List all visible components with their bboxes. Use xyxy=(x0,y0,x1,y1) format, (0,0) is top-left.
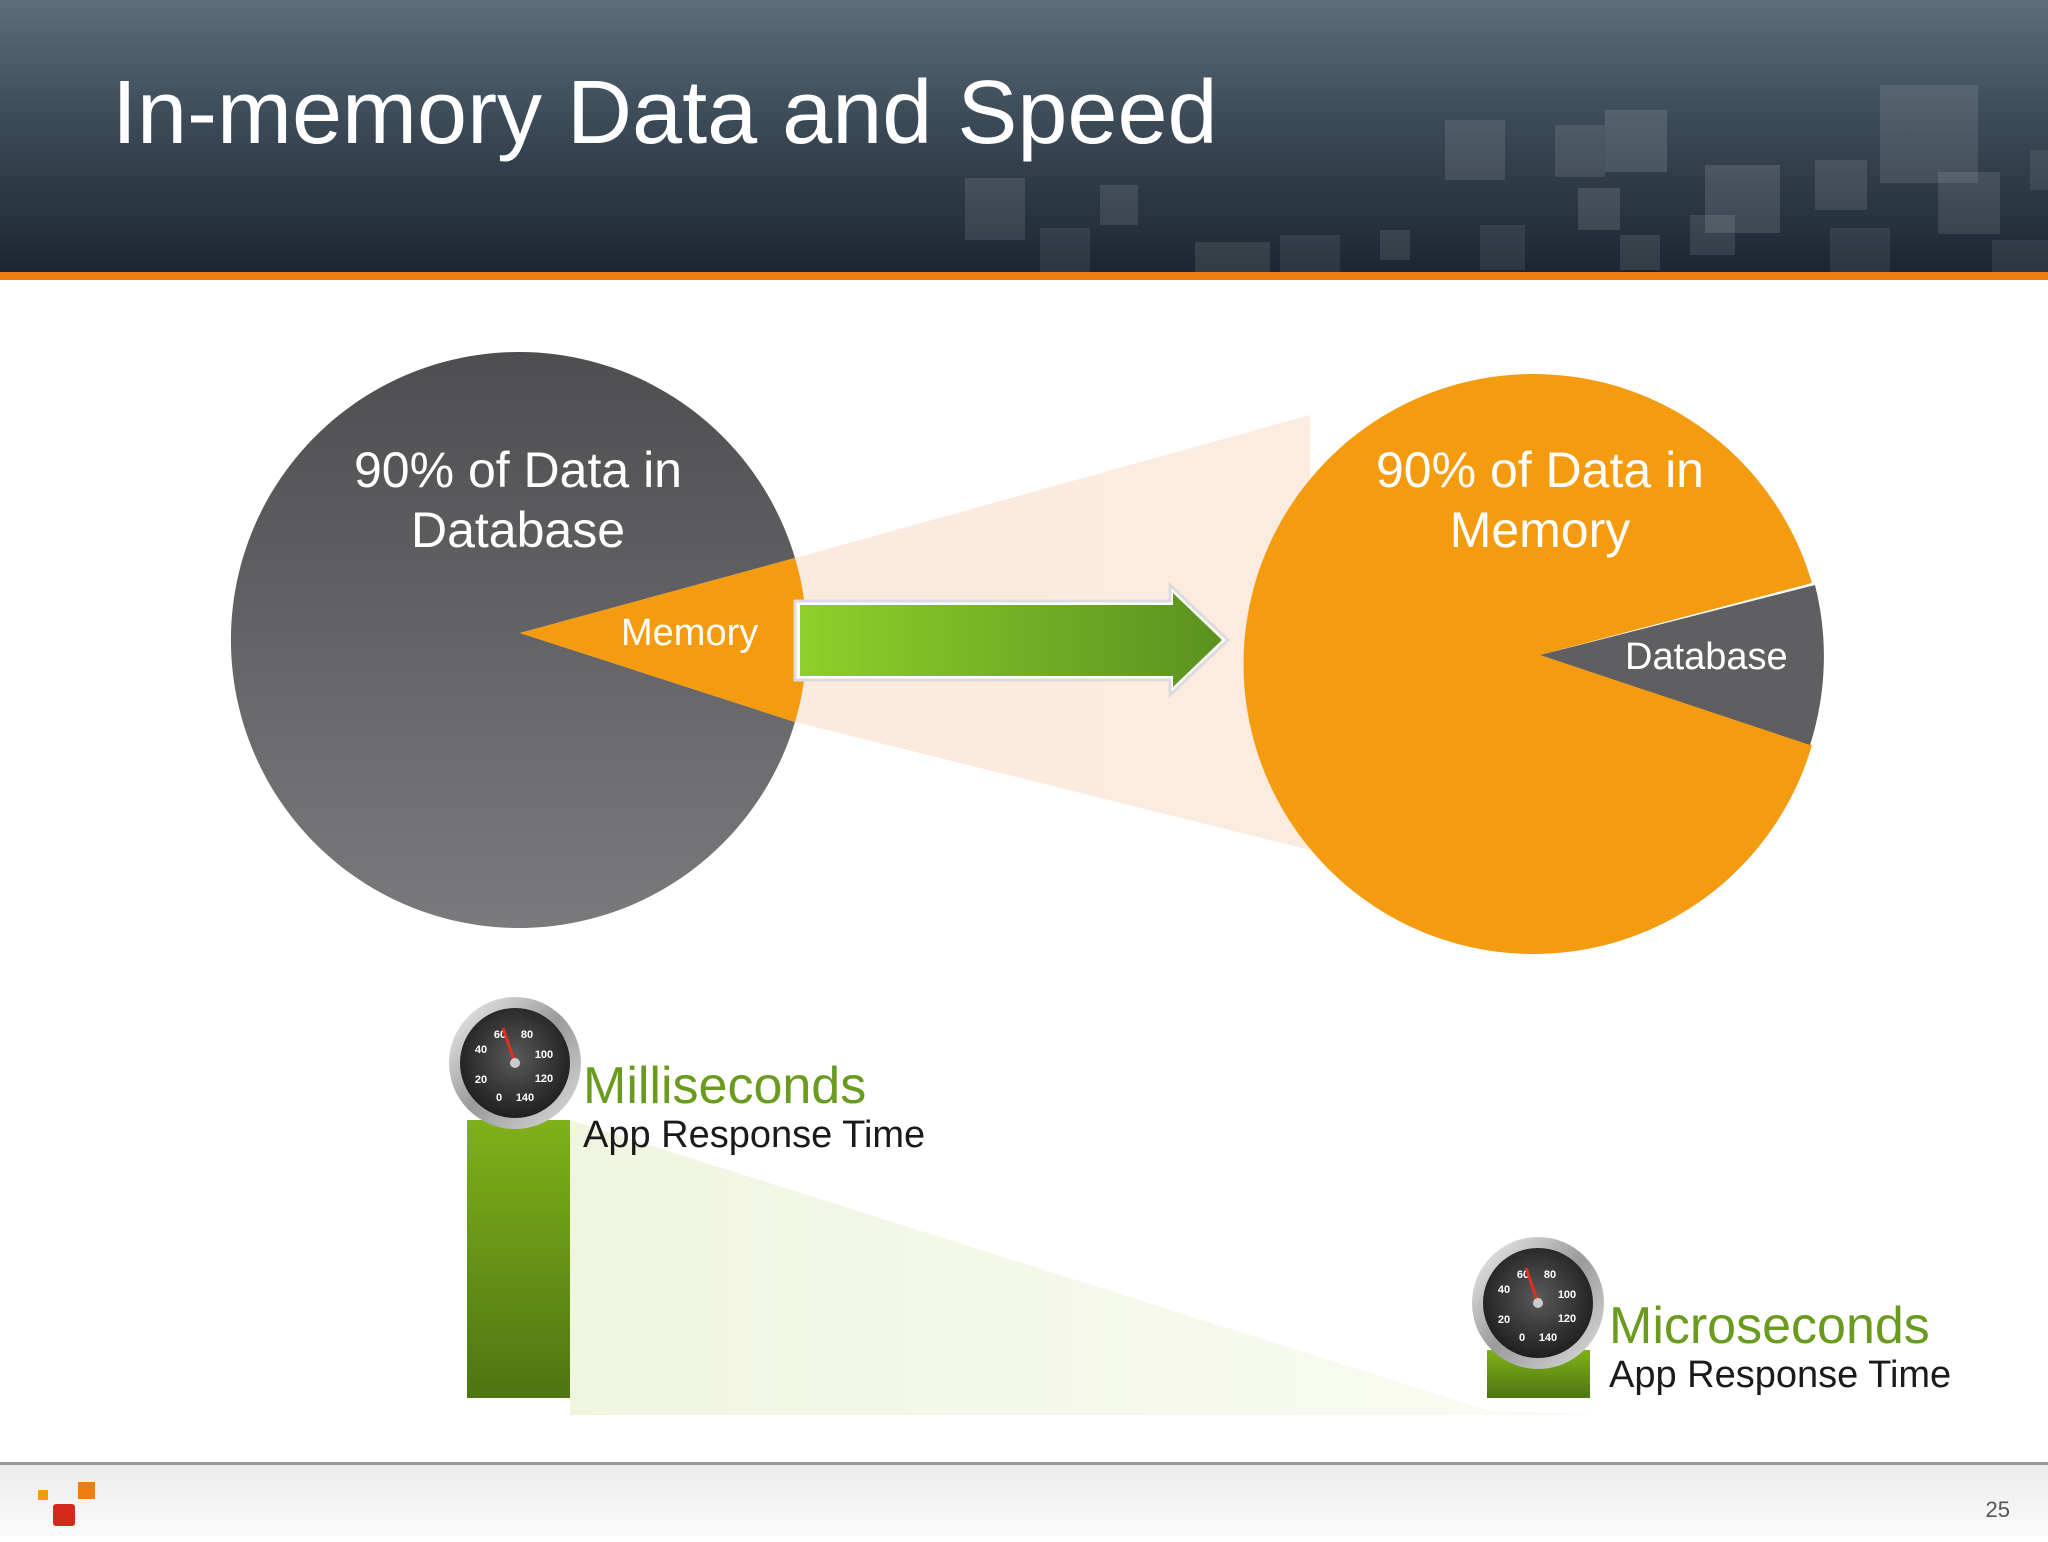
svg-text:0: 0 xyxy=(496,1092,502,1104)
right-pie-label-line2: Memory xyxy=(1449,502,1631,558)
right-pie-chart xyxy=(1243,374,1824,955)
speedometer-icon: 60 80 40 100 20 120 0 140 xyxy=(1472,1237,1604,1369)
footer-divider xyxy=(0,1462,2048,1465)
pie-comparison-graphic: 60 80 40 100 20 120 0 140 60 80 40 100 2… xyxy=(230,351,1824,1415)
right-pie-memory-slice xyxy=(1243,374,1812,955)
slide-title: In-memory Data and Speed xyxy=(112,63,1218,163)
svg-text:120: 120 xyxy=(1558,1313,1576,1325)
left-pie-label: 90% of Data in Database xyxy=(318,440,718,560)
milliseconds-title: Milliseconds xyxy=(583,1057,867,1115)
arrow-right-icon xyxy=(793,581,1231,699)
svg-text:100: 100 xyxy=(535,1049,553,1061)
right-pie-database-slice xyxy=(1540,585,1824,745)
milliseconds-subtitle: App Response Time xyxy=(583,1114,926,1156)
svg-text:40: 40 xyxy=(475,1044,487,1056)
svg-text:20: 20 xyxy=(475,1074,487,1086)
right-pie-slice-label: Database xyxy=(1625,636,1788,678)
microseconds-title: Microseconds xyxy=(1609,1297,1930,1355)
milliseconds-bar xyxy=(467,1120,570,1398)
left-pie-label-line1: 90% of Data in xyxy=(354,442,682,498)
svg-text:80: 80 xyxy=(1544,1269,1556,1281)
svg-text:100: 100 xyxy=(1558,1289,1576,1301)
svg-text:120: 120 xyxy=(535,1073,553,1085)
right-pie-label: 90% of Data in Memory xyxy=(1340,440,1740,560)
page-number: 25 xyxy=(1985,1497,2010,1522)
speed-comparison-beam xyxy=(570,1120,1600,1415)
left-pie-memory-slice xyxy=(520,558,807,722)
svg-text:80: 80 xyxy=(521,1029,533,1041)
header-accent-stripe xyxy=(0,272,2048,280)
left-pie-database-slice xyxy=(230,351,796,929)
left-pie-slice-label: Memory xyxy=(621,612,759,654)
left-pie-chart xyxy=(230,351,807,929)
svg-text:20: 20 xyxy=(1498,1314,1510,1326)
company-logo xyxy=(38,1482,95,1526)
svg-text:140: 140 xyxy=(1539,1332,1557,1344)
svg-text:40: 40 xyxy=(1498,1284,1510,1296)
right-pie-label-line1: 90% of Data in xyxy=(1376,442,1704,498)
svg-text:0: 0 xyxy=(1519,1332,1525,1344)
speedometer-icon: 60 80 40 100 20 120 0 140 xyxy=(449,997,581,1129)
header-decoration xyxy=(965,85,2048,272)
svg-text:140: 140 xyxy=(516,1092,534,1104)
slide-header: In-memory Data and Speed xyxy=(0,0,2048,272)
left-pie-label-line2: Database xyxy=(410,502,626,558)
microseconds-subtitle: App Response Time xyxy=(1609,1354,1952,1396)
slide-footer xyxy=(0,1465,2048,1536)
